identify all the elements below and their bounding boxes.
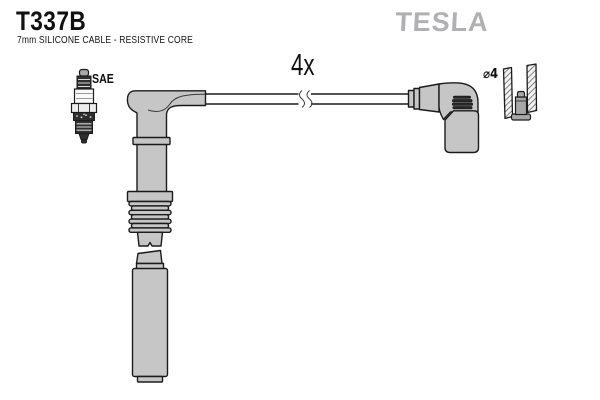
part-subtitle: 7mm SILICONE CABLE - RESISTIVE CORE (17, 35, 193, 46)
terminal-cross-section-icon (502, 63, 538, 121)
boot-ribs (452, 95, 473, 110)
cable-line (205, 93, 409, 105)
terminal-diameter-label: ⌀4 (483, 67, 499, 82)
cable-break-icon (299, 90, 313, 108)
coil-end-boot-icon (126, 90, 207, 383)
sae-standard-label: SAE (92, 71, 114, 86)
plug-end-boot-icon (407, 82, 480, 154)
spark-plug-icon (70, 68, 98, 144)
part-number: T337B (16, 6, 87, 36)
brand-logo: TESLA (394, 7, 490, 37)
quantity-label: 4x (291, 47, 315, 82)
